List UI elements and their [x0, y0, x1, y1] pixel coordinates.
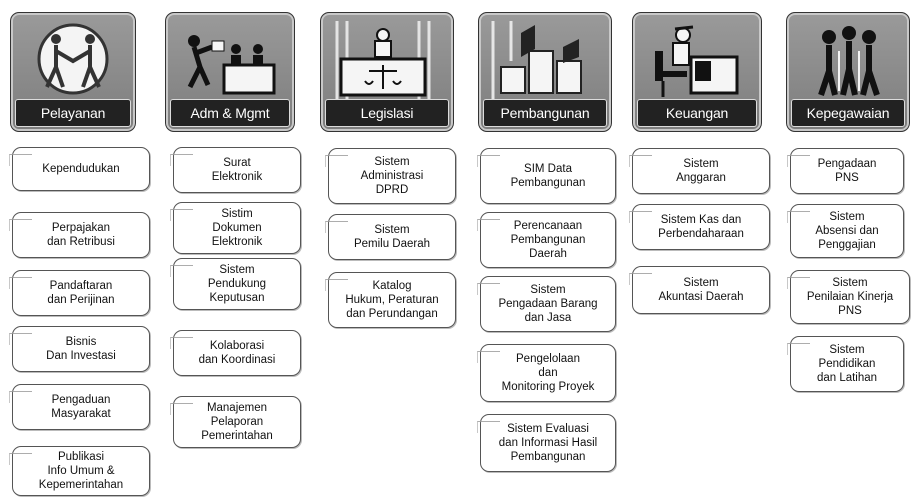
list-item[interactable]: Sistem Pengadaan Barang dan Jasa — [477, 276, 616, 332]
desk-worker-icon — [655, 25, 739, 97]
list-item[interactable]: Sistem Pendidikan dan Latihan — [787, 336, 904, 392]
list-item[interactable]: Perencanaan Pembangunan Daerah — [477, 212, 616, 268]
document-icon — [325, 221, 348, 233]
document-icon — [787, 343, 810, 355]
list-item[interactable]: Pengaduan Masyarakat — [9, 384, 150, 430]
document-icon — [170, 209, 193, 221]
category-label[interactable]: Pembangunan — [483, 99, 607, 127]
document-icon — [477, 421, 500, 433]
document-icon — [9, 277, 32, 289]
list-item[interactable]: SIM Data Pembangunan — [477, 148, 616, 204]
document-icon — [477, 219, 500, 231]
list-item[interactable]: Pengelolaan dan Monitoring Proyek — [477, 344, 616, 402]
list-item[interactable]: Sistem Penilaian Kinerja PNS — [787, 270, 910, 324]
category-label[interactable]: Adm & Mgmt — [170, 99, 290, 127]
document-icon — [787, 211, 810, 223]
tile-kepegawaian: Kepegawaian — [786, 12, 910, 132]
list-item[interactable]: Publikasi Info Umum & Kepemerintahan — [9, 446, 150, 496]
document-icon — [170, 403, 193, 415]
building-blocks-icon — [491, 21, 582, 99]
document-icon — [9, 391, 32, 403]
document-icon — [477, 351, 500, 363]
handshake-icon — [37, 23, 109, 95]
document-icon — [629, 273, 652, 285]
list-item[interactable]: Manajemen Pelaporan Pemerintahan — [170, 396, 301, 448]
list-item[interactable]: Sistem Evaluasi dan Informasi Hasil Pemb… — [477, 414, 616, 472]
list-item[interactable]: Sistem Pemilu Daerah — [325, 214, 456, 260]
list-item[interactable]: Sistem Anggaran — [629, 148, 770, 194]
category-label[interactable]: Pelayanan — [15, 99, 131, 127]
list-item[interactable]: Sistim Dokumen Elektronik — [170, 202, 301, 254]
document-icon — [629, 211, 652, 223]
tile-legislasi: Legislasi — [320, 12, 454, 132]
list-item[interactable]: Pandaftaran dan Perijinan — [9, 270, 150, 316]
list-item[interactable]: Kolaborasi dan Koordinasi — [170, 330, 301, 376]
document-icon — [629, 155, 652, 167]
list-item[interactable]: Kependudukan — [9, 147, 150, 191]
list-item[interactable]: Sistem Administrasi DPRD — [325, 148, 456, 204]
document-icon — [170, 154, 193, 166]
list-item[interactable]: Sistem Akuntasi Daerah — [629, 266, 770, 314]
document-icon — [477, 155, 500, 167]
document-icon — [9, 333, 32, 345]
list-item[interactable]: Surat Elektronik — [170, 147, 301, 193]
category-label[interactable]: Kepegawaian — [791, 99, 905, 127]
document-icon — [325, 155, 348, 167]
office-workers-icon — [187, 35, 276, 95]
document-icon — [787, 155, 810, 167]
document-icon — [9, 219, 32, 231]
list-item[interactable]: Sistem Absensi dan Penggajian — [787, 204, 904, 258]
list-item[interactable]: Bisnis Dan Investasi — [9, 326, 150, 372]
list-item[interactable]: Pengadaan PNS — [787, 148, 904, 194]
list-item[interactable]: Sistem Kas dan Perbendaharaan — [629, 204, 770, 250]
list-item[interactable]: Sistem Pendukung Keputusan — [170, 258, 301, 310]
list-item[interactable]: Katalog Hukum, Peraturan dan Perundangan — [325, 272, 456, 328]
document-icon — [9, 453, 32, 465]
document-icon — [9, 154, 32, 166]
document-icon — [477, 283, 500, 295]
document-icon — [787, 277, 810, 289]
tile-pelayanan: Pelayanan — [10, 12, 136, 132]
list-item[interactable]: Perpajakan dan Retribusi — [9, 212, 150, 258]
staff-group-icon — [818, 26, 880, 96]
document-icon — [170, 337, 193, 349]
category-label[interactable]: Legislasi — [325, 99, 449, 127]
document-icon — [170, 265, 193, 277]
scales-of-justice-icon — [335, 21, 431, 99]
category-label[interactable]: Keuangan — [637, 99, 757, 127]
tile-adm-mgmt: Adm & Mgmt — [165, 12, 295, 132]
tile-keuangan: Keuangan — [632, 12, 762, 132]
tile-pembangunan: Pembangunan — [478, 12, 612, 132]
document-icon — [325, 279, 348, 291]
